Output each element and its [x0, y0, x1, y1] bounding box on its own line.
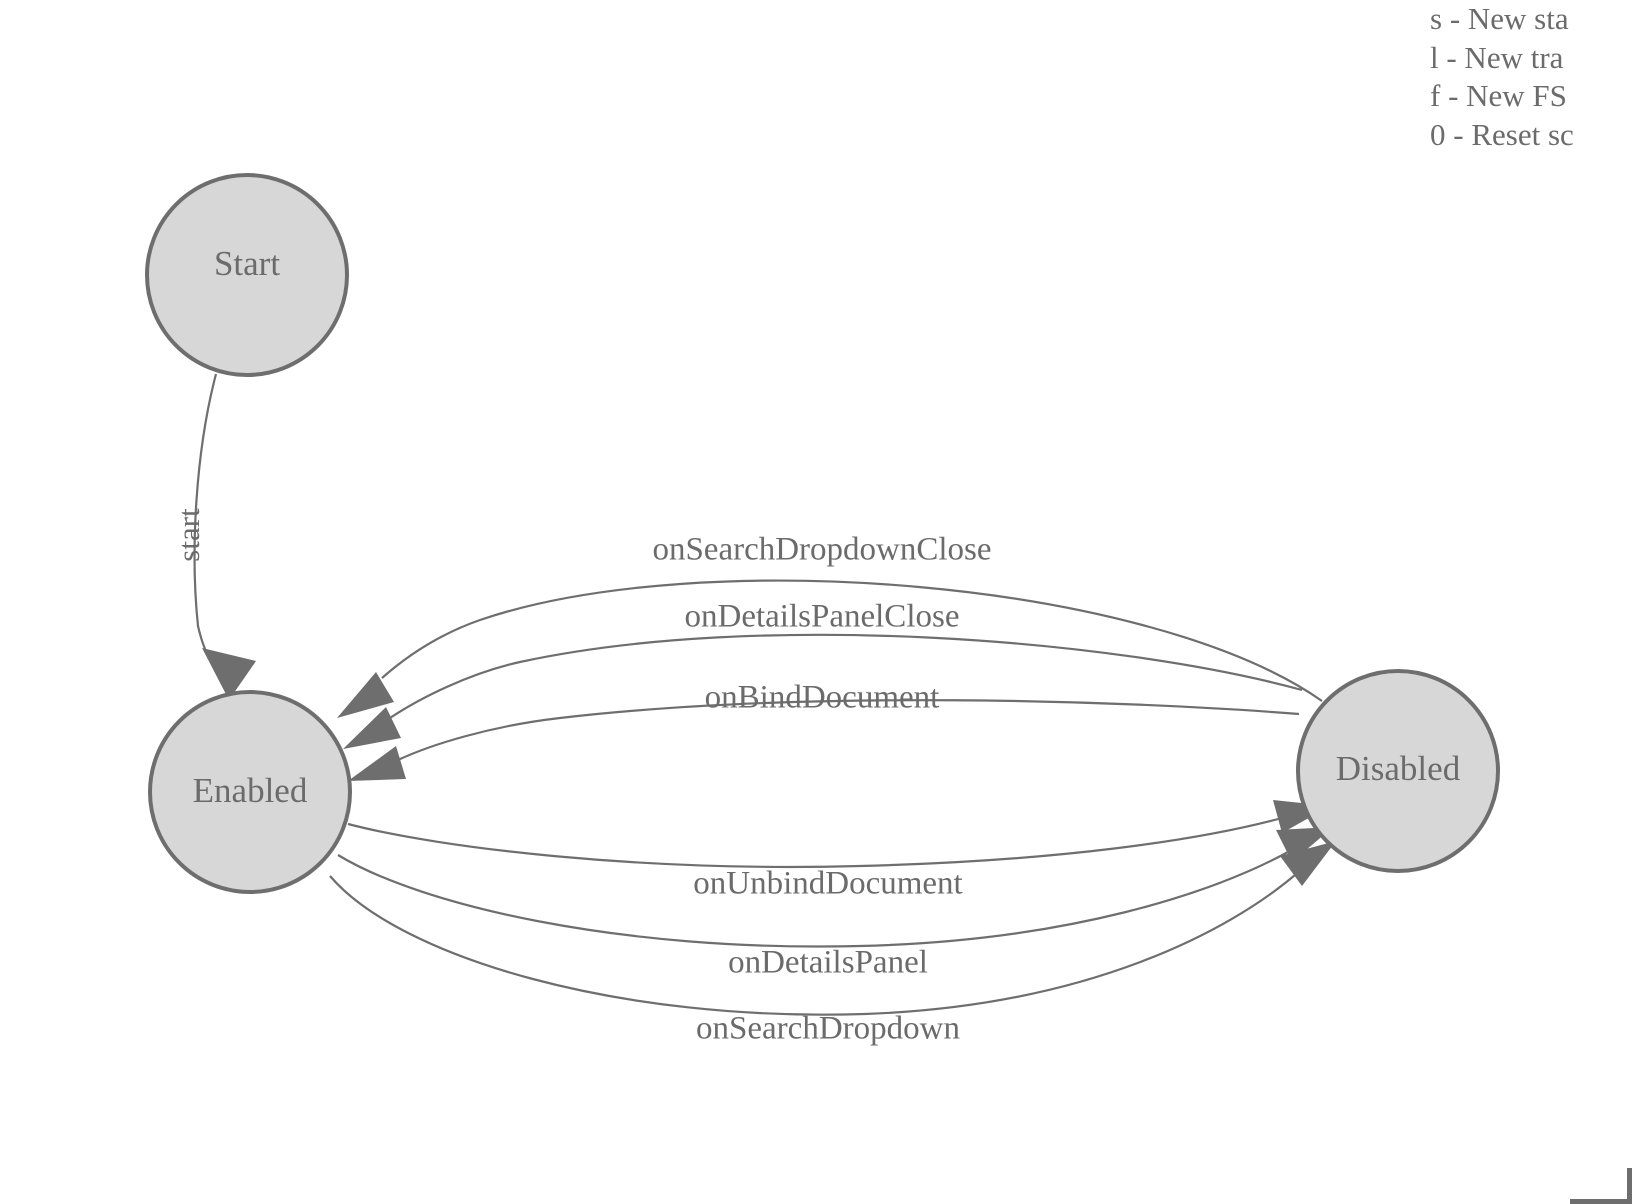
edge-path-on-bind-document [397, 699, 1300, 761]
arrowhead-on-search-dropdown-close [337, 672, 394, 718]
shortcut-legend: s - New sta l - New tra f - New FS 0 - R… [1430, 0, 1632, 154]
edge-on-search-dropdown[interactable]: onSearchDropdown [329, 841, 1336, 1047]
edge-label-start: start [171, 508, 206, 562]
edge-on-details-panel-close[interactable]: onDetailsPanelClose [343, 599, 1303, 749]
resize-handle[interactable] [1570, 1168, 1632, 1204]
edge-path-on-details-panel-close [389, 633, 1303, 719]
legend-line-new-transition: l - New tra [1430, 39, 1564, 75]
arrowhead-on-details-panel-close [343, 707, 401, 749]
arrowhead-on-details-panel [1276, 827, 1333, 862]
edge-on-details-panel[interactable]: onDetailsPanel [337, 827, 1333, 981]
edge-label-on-search-dropdown: onSearchDropdown [696, 1011, 960, 1047]
edge-on-search-dropdown-close[interactable]: onSearchDropdownClose [337, 532, 1323, 718]
edge-on-unbind-document[interactable]: onUnbindDocument [347, 800, 1330, 902]
node-start-label: Start [214, 244, 280, 283]
edge-label-on-search-dropdown-close: onSearchDropdownClose [652, 532, 991, 568]
legend-line-new-fsm: f - New FS [1430, 78, 1567, 113]
node-disabled-label: Disabled [1336, 749, 1461, 788]
node-disabled-circle[interactable] [1296, 669, 1500, 873]
edge-path-on-details-panel [337, 851, 1289, 948]
edge-start[interactable]: start [171, 373, 256, 700]
edge-path-on-unbind-document [347, 816, 1283, 869]
legend-line-reset: 0 - Reset sc [1430, 116, 1574, 152]
legend-line-new-state: s - New sta [1430, 1, 1569, 36]
edge-on-bind-document[interactable]: onBindDocument [348, 680, 1300, 781]
edge-label-on-details-panel-close: onDetailsPanelClose [685, 599, 960, 635]
edge-path-on-search-dropdown-close [381, 579, 1323, 702]
edge-path-on-search-dropdown [329, 874, 1296, 1016]
arrowhead-on-bind-document [348, 746, 406, 781]
edge-label-on-bind-document: onBindDocument [705, 680, 940, 716]
node-start-circle[interactable] [145, 173, 349, 377]
edge-label-on-unbind-document: onUnbindDocument [693, 866, 962, 902]
node-enabled[interactable]: Enabled [148, 690, 352, 894]
node-enabled-label: Enabled [193, 771, 308, 810]
edge-label-on-details-panel: onDetailsPanel [728, 945, 928, 981]
node-disabled[interactable]: Disabled [1296, 669, 1500, 873]
node-start[interactable]: Start [145, 173, 349, 377]
arrowhead-on-search-dropdown [1280, 841, 1336, 886]
arrowhead-start [202, 648, 256, 700]
node-enabled-circle[interactable] [148, 690, 352, 894]
